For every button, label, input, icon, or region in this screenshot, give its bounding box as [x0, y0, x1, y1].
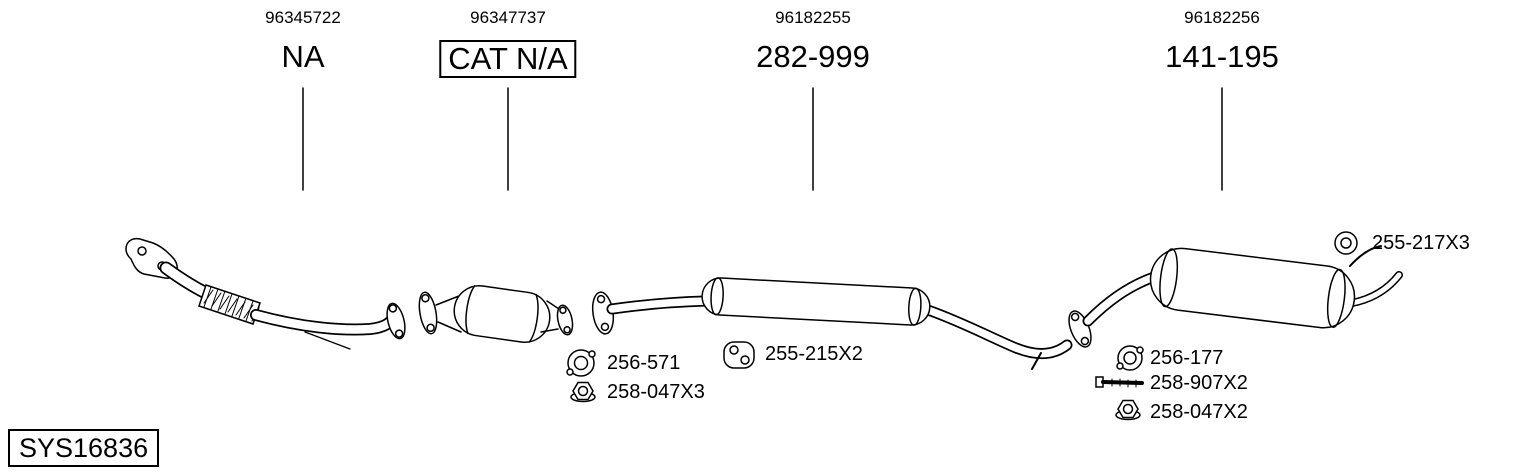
part-ref-number: 96182255	[775, 8, 851, 27]
front-pipe	[125, 237, 406, 350]
part-label-rubber-hanger: 255-215X2	[765, 343, 863, 365]
part-label-gasket: 256-177	[1150, 347, 1224, 369]
nut-icon	[570, 381, 596, 403]
callout-catalyst: 96347737 CAT N/A	[439, 8, 577, 78]
callout-front-pipe: 96345722 NA	[265, 8, 341, 74]
part-code: NA	[281, 39, 325, 74]
bolt-icon	[1095, 376, 1144, 388]
part-label-bolt: 258-907X2	[1150, 372, 1248, 394]
callout-rear-muffler: 96182256 141-195	[1165, 8, 1279, 74]
system-id-badge: SYS16836	[8, 429, 160, 467]
part-ref-number: 96347737	[470, 8, 546, 27]
callout-center-muffler: 96182255 282-999	[756, 8, 870, 74]
rear-muffler-assembly	[1068, 245, 1403, 348]
part-label-hanger: 255-217X3	[1372, 232, 1470, 254]
part-label-gasket: 256-571	[607, 352, 681, 374]
gasket-icon	[566, 349, 596, 377]
part-label-nut: 258-047X3	[607, 381, 705, 403]
catalytic-converter	[418, 285, 574, 343]
gasket-icon	[1116, 345, 1144, 371]
flex-section	[198, 284, 261, 325]
part-code-boxed: CAT N/A	[439, 40, 577, 78]
rubber-hanger-icon	[723, 341, 755, 369]
nut-icon	[1115, 399, 1141, 421]
part-code: 141-195	[1165, 39, 1279, 74]
leader-lines	[302, 87, 1223, 191]
center-muffler-assembly	[591, 277, 1073, 370]
hanger-rod	[1349, 245, 1382, 267]
part-ref-number: 96345722	[265, 8, 341, 27]
hanger-ring-icon	[1334, 231, 1358, 255]
part-code: 282-999	[756, 39, 870, 74]
part-label-nut: 258-047X2	[1150, 401, 1248, 423]
part-ref-number: 96182256	[1184, 8, 1260, 27]
